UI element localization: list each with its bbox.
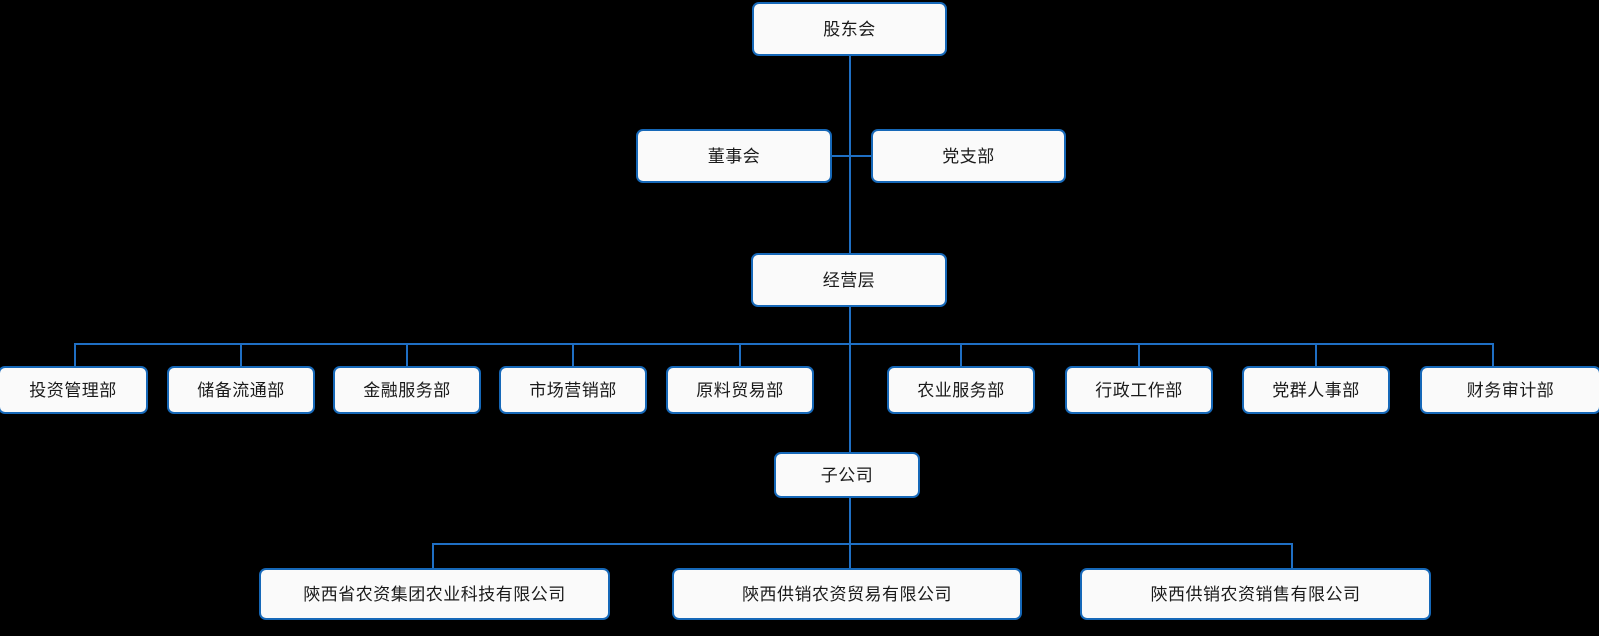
connector-drop-sub-trade bbox=[849, 543, 851, 569]
connector-trunk-boards-to-management bbox=[849, 134, 851, 256]
connector-drop-dept-finance-audit bbox=[1492, 343, 1494, 367]
connector-trunk-shareholders-to-boards bbox=[849, 56, 851, 134]
node-dept-financial-services[interactable]: 金融服务部 bbox=[333, 366, 481, 414]
node-dept-reserve-circulation[interactable]: 储备流通部 bbox=[167, 366, 315, 414]
node-dept-administration[interactable]: 行政工作部 bbox=[1065, 366, 1213, 414]
connector-drop-dept-administration bbox=[1138, 343, 1140, 367]
node-party-branch[interactable]: 党支部 bbox=[871, 129, 1066, 183]
connector-drop-dept-agricultural-services bbox=[960, 343, 962, 367]
node-sub-agri-tech[interactable]: 陝西省农资集团农业科技有限公司 bbox=[259, 568, 610, 620]
node-dept-raw-material-trade[interactable]: 原料贸易部 bbox=[666, 366, 814, 414]
node-subsidiaries[interactable]: 子公司 bbox=[774, 452, 920, 498]
connector-trunk-departments-to-subsidiaries bbox=[849, 412, 851, 454]
connector-drop-dept-raw-material-trade bbox=[739, 343, 741, 367]
connector-trunk-management-to-departments bbox=[849, 304, 851, 454]
node-shareholders[interactable]: 股东会 bbox=[752, 2, 947, 56]
node-dept-marketing[interactable]: 市场营销部 bbox=[499, 366, 647, 414]
connector-drop-dept-reserve-circulation bbox=[240, 343, 242, 367]
connector-department-bus bbox=[74, 343, 1494, 345]
node-management[interactable]: 经营层 bbox=[751, 253, 947, 307]
connector-subsidiary-bus bbox=[432, 543, 1292, 545]
connector-boards-horizontal bbox=[831, 155, 873, 157]
node-dept-party-hr[interactable]: 党群人事部 bbox=[1242, 366, 1390, 414]
connector-drop-dept-party-hr bbox=[1315, 343, 1317, 367]
connector-drop-dept-marketing bbox=[572, 343, 574, 367]
connector-drop-dept-investment bbox=[74, 343, 76, 367]
node-dept-finance-audit[interactable]: 财务审计部 bbox=[1420, 366, 1599, 414]
node-sub-sales[interactable]: 陝西供销农资销售有限公司 bbox=[1080, 568, 1431, 620]
node-board-of-directors[interactable]: 董事会 bbox=[636, 129, 832, 183]
connector-drop-sub-agri-tech bbox=[432, 543, 434, 569]
node-dept-agricultural-services[interactable]: 农业服务部 bbox=[887, 366, 1035, 414]
node-dept-investment[interactable]: 投资管理部 bbox=[0, 366, 148, 414]
connector-drop-sub-sales bbox=[1291, 543, 1293, 569]
connector-trunk-subsidiaries-to-bus bbox=[849, 498, 851, 544]
connector-drop-dept-financial-services bbox=[406, 343, 408, 367]
node-sub-trade[interactable]: 陝西供销农资贸易有限公司 bbox=[672, 568, 1022, 620]
